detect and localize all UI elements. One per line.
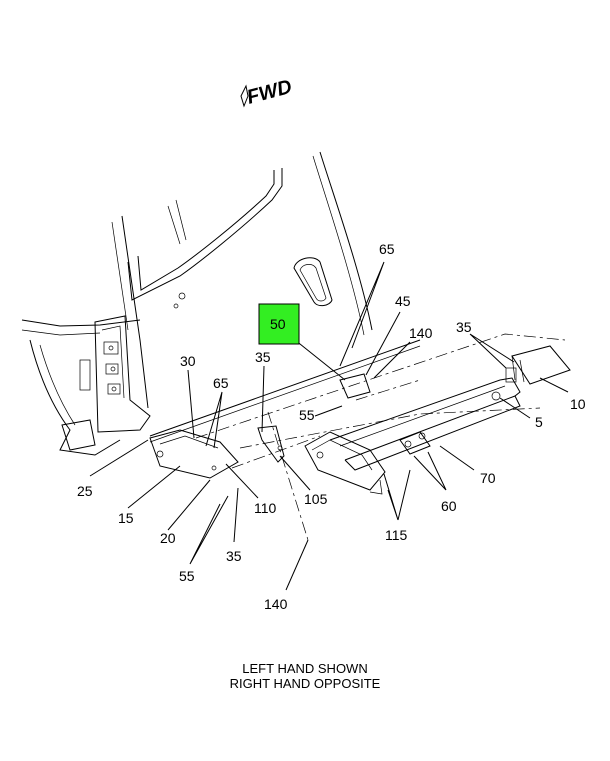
callout-35-right[interactable]: 35 bbox=[456, 319, 472, 335]
callout-10[interactable]: 10 bbox=[570, 396, 586, 412]
callout-45[interactable]: 45 bbox=[395, 293, 411, 309]
callout-140-bottom[interactable]: 140 bbox=[264, 596, 288, 612]
forward-arrow-icon bbox=[240, 84, 249, 108]
callout-5[interactable]: 5 bbox=[535, 414, 543, 430]
callout-55-bottom[interactable]: 55 bbox=[179, 568, 195, 584]
forward-direction-indicator: FWD bbox=[240, 76, 295, 109]
callout-35-center[interactable]: 35 bbox=[255, 349, 271, 365]
note-right-hand-opposite: RIGHT HAND OPPOSITE bbox=[229, 676, 381, 691]
callout-105[interactable]: 105 bbox=[304, 491, 328, 507]
callout-50-highlighted[interactable]: 50 bbox=[270, 316, 286, 332]
callout-15[interactable]: 15 bbox=[118, 510, 134, 526]
cab-body-drawing bbox=[21, 151, 421, 456]
callout-115[interactable]: 115 bbox=[385, 527, 408, 543]
step-assembly-drawing bbox=[149, 345, 571, 495]
callout-25[interactable]: 25 bbox=[77, 483, 93, 499]
callout-35-bottom[interactable]: 35 bbox=[226, 548, 242, 564]
callout-60[interactable]: 60 bbox=[441, 498, 457, 514]
callout-140-top[interactable]: 140 bbox=[409, 325, 433, 341]
callout-55-center[interactable]: 55 bbox=[299, 407, 315, 423]
forward-text: FWD bbox=[245, 76, 295, 109]
callout-labels: 65 45 140 35 10 50 35 30 65 55 5 70 60 2… bbox=[77, 241, 586, 612]
callout-20[interactable]: 20 bbox=[160, 530, 176, 546]
leader-lines bbox=[89, 261, 569, 591]
callout-110[interactable]: 110 bbox=[254, 500, 277, 516]
reference-lines bbox=[195, 333, 566, 541]
callout-70[interactable]: 70 bbox=[480, 470, 496, 486]
callout-30[interactable]: 30 bbox=[180, 353, 196, 369]
callout-65-left[interactable]: 65 bbox=[213, 375, 229, 391]
highlighted-callout-box bbox=[258, 303, 300, 345]
callout-65-top[interactable]: 65 bbox=[379, 241, 395, 257]
note-left-hand-shown: LEFT HAND SHOWN bbox=[242, 661, 368, 676]
